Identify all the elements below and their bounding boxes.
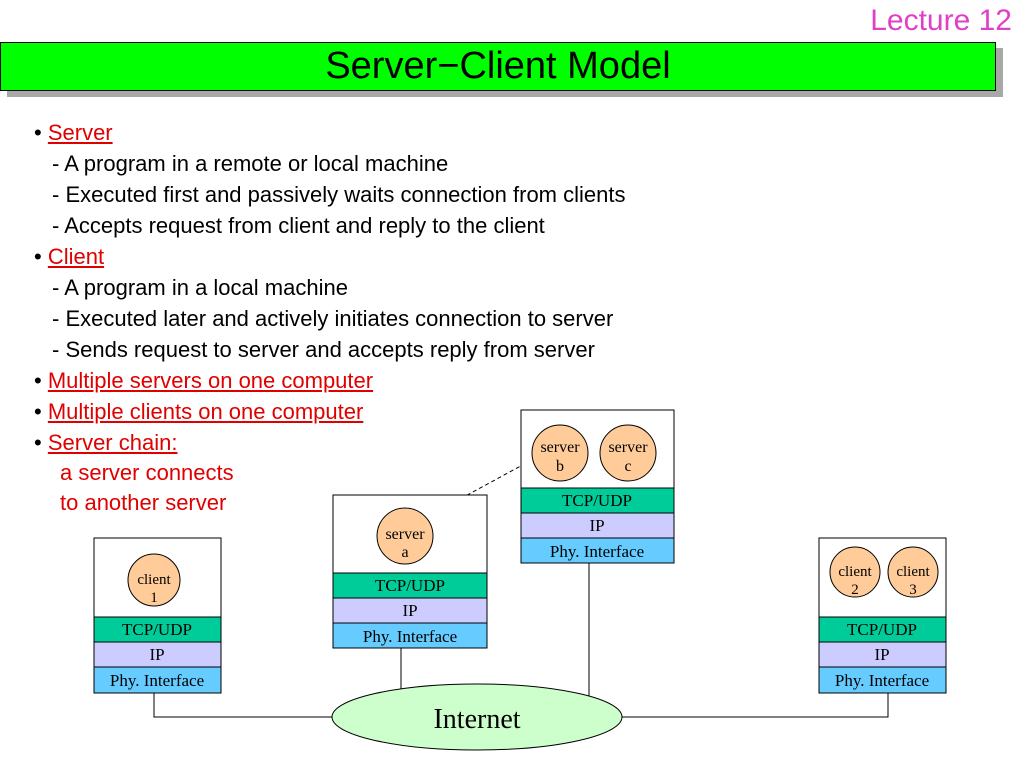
bullet-multiple-clients: • Multiple clients on one computer [34, 399, 363, 425]
app-circle [599, 424, 657, 482]
app-label: client [896, 564, 930, 580]
internet-ellipse [331, 683, 623, 751]
client-line-1: - A program in a local machine [52, 275, 348, 300]
host-server-a: server a TCP/UDP IP Phy. Interface [332, 494, 488, 649]
layer-tcp [520, 487, 675, 514]
layer-phy [332, 622, 488, 649]
layer-phy [520, 537, 675, 564]
app-label: server [608, 439, 648, 456]
app-number: a [401, 544, 408, 561]
app-circle [127, 553, 181, 607]
host-server-bc: server b server c TCP/UDP IP Phy. Interf… [520, 409, 675, 564]
bullet-dot: • [34, 120, 42, 145]
app-circle [376, 507, 434, 565]
app-label: client [838, 564, 872, 580]
layer-ip-label: IP [149, 645, 164, 664]
layer-tcp-label: TCP/UDP [847, 620, 917, 639]
layer-tcp [93, 616, 222, 643]
server-line-1: - A program in a remote or local machine [52, 151, 449, 176]
layer-phy-label: Phy. Interface [835, 671, 929, 690]
title-bar [0, 42, 996, 91]
layer-phy-label: Phy. Interface [550, 542, 644, 561]
app-circle [887, 546, 939, 598]
layer-phy-label: Phy. Interface [110, 671, 204, 690]
layer-tcp [818, 616, 947, 643]
bullet-dot: • [34, 430, 42, 455]
bullet-server: • Server [34, 120, 113, 146]
app-number: 3 [909, 582, 917, 598]
server-chain-line-2: to another server [60, 490, 227, 515]
bullet-client: • Client [34, 244, 104, 270]
layer-ip [818, 641, 947, 668]
bullet-dot: • [34, 399, 42, 424]
server-chain-line-1: a server connects [60, 460, 234, 485]
app-number: 1 [150, 590, 158, 606]
bullet-dot: • [34, 244, 42, 269]
server-line-3: - Accepts request from client and reply … [52, 213, 545, 238]
app-label: server [540, 439, 580, 456]
host-client-1: client 1 TCP/UDP IP Phy. Interface [93, 537, 222, 694]
app-circle [829, 546, 881, 598]
heading-multiple-clients: Multiple clients on one computer [47, 399, 364, 424]
internet-label: Internet [433, 704, 520, 735]
app-label: client [137, 572, 171, 588]
layer-ip [93, 641, 222, 668]
client-line-2: - Executed later and actively initiates … [52, 306, 614, 331]
server-line-2: - Executed first and passively waits con… [52, 182, 626, 207]
slide-title: Server−Client Model [325, 45, 671, 87]
app-label: server [385, 526, 425, 543]
heading-multiple-servers: Multiple servers on one computer [47, 368, 374, 393]
host-client-23: client 2 client 3 TCP/UDP IP Phy. Interf… [818, 537, 947, 694]
layer-ip-label: IP [874, 645, 889, 664]
layer-tcp-label: TCP/UDP [122, 620, 192, 639]
app-number: 2 [851, 582, 859, 598]
bullet-multiple-servers: • Multiple servers on one computer [34, 368, 373, 394]
bullet-server-chain: • Server chain: [34, 430, 177, 456]
heading-server: Server [47, 120, 113, 145]
layer-ip-label: IP [402, 601, 417, 620]
layer-tcp-label: TCP/UDP [562, 491, 632, 510]
layer-ip [520, 512, 675, 539]
layer-phy [93, 666, 222, 694]
heading-server-chain: Server chain: [47, 430, 178, 455]
wire-client-1 [153, 693, 333, 718]
layer-phy [818, 666, 947, 694]
heading-client: Client [47, 244, 105, 269]
app-number: c [624, 458, 631, 475]
client-line-3: - Sends request to server and accepts re… [52, 337, 595, 362]
app-circle [531, 424, 589, 482]
wire-client-23 [622, 693, 889, 718]
layer-tcp-label: TCP/UDP [375, 576, 445, 595]
app-number: b [556, 458, 564, 475]
lecture-number: Lecture 12 [870, 4, 1012, 37]
layer-ip-label: IP [589, 516, 604, 535]
layer-phy-label: Phy. Interface [363, 627, 457, 646]
bullet-dot: • [34, 368, 42, 393]
layer-ip [332, 597, 488, 624]
